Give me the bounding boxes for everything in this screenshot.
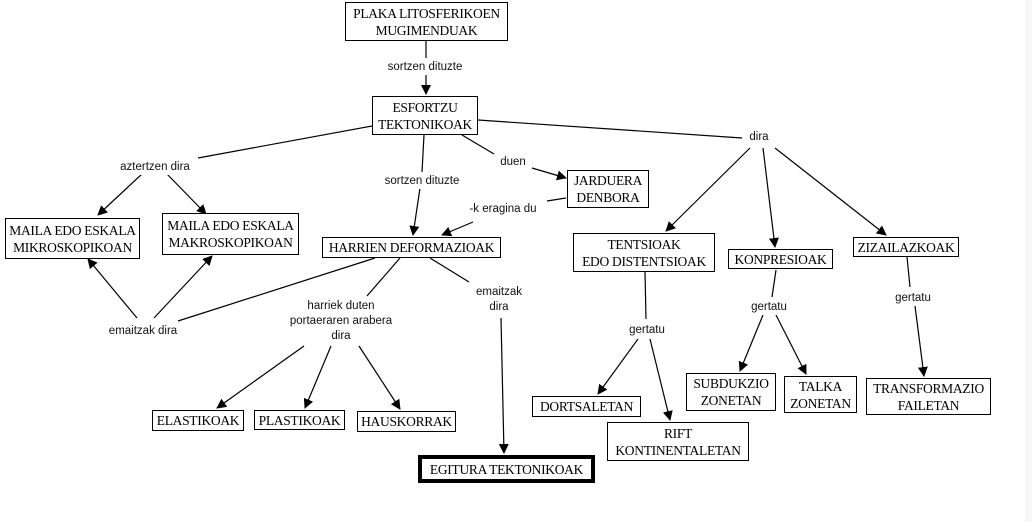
link-label-sortzen-dituzte-1: sortzen dituzte: [386, 60, 464, 75]
line-jarduera-to-keragina: [546, 197, 567, 202]
line-esfortzu-to-dira: [477, 119, 743, 139]
line-esfortzu-to-sortzen: [421, 134, 425, 173]
concept-node-plastikoak[interactable]: PLASTIKOAK: [254, 410, 345, 430]
arrow-to-dortsaletan: [597, 338, 639, 395]
link-label-gertatu-2: gertatu: [750, 300, 788, 315]
concept-node-harrien-deformazioak[interactable]: HARRIEN DEFORMAZIOAK: [322, 237, 501, 258]
link-label-duen: duen: [499, 155, 527, 170]
concept-node-zizailazkoak[interactable]: ZIZAILAZKOAK: [853, 237, 959, 257]
link-label-gertatu-1: gertatu: [628, 323, 666, 338]
line-esfortzu-to-aztertzen: [197, 125, 373, 159]
concept-node-elastikoak[interactable]: ELASTIKOAK: [152, 410, 244, 431]
arrow-to-plastikoak: [303, 345, 332, 409]
concept-node-tentsioak[interactable]: TENTSIOAK EDO DISTENTSIOAK: [573, 233, 715, 272]
line-esfortzu-to-duen: [461, 134, 495, 155]
concept-node-rift-kontinentaletan[interactable]: RIFT KONTINENTALETAN: [607, 422, 749, 461]
concept-node-mikroskopikoan[interactable]: MAILA EDO ESKALA MIKROSKOPIKOAN: [5, 218, 140, 259]
link-label-k-eragina-du: -k eragina du: [468, 202, 538, 217]
link-label-dira-types: dira: [748, 130, 770, 145]
arrow-to-subdukzio: [738, 314, 764, 372]
concept-node-transformazio-failetan[interactable]: TRANSFORMAZIO FAILETAN: [866, 378, 991, 415]
arrow-to-talka: [775, 314, 807, 375]
concept-node-subdukzio-zonetan[interactable]: SUBDUKZIO ZONETAN: [686, 373, 776, 411]
arrow-to-harrien-1: [409, 187, 421, 236]
concept-node-konpresioak[interactable]: KONPRESIOAK: [728, 249, 833, 269]
line-tentsioak-to-gertatu: [644, 271, 647, 320]
arrow-to-konpresioak: [762, 147, 779, 248]
link-label-gertatu-3: gertatu: [894, 291, 932, 306]
right-edge-strip: [1025, 0, 1032, 522]
arrow-to-egitura: [498, 317, 509, 454]
arrow-to-tentsioak: [665, 147, 751, 232]
line-harrien-to-emaitzak2: [429, 257, 470, 283]
concept-node-egitura-tektonikoak[interactable]: EGITURA TEKTONIKOAK: [418, 455, 595, 483]
line-konpresioak-to-gertatu: [771, 269, 777, 298]
arrow-to-harrien-2: [441, 221, 474, 237]
link-label-emaitzak-dira-1: emaitzak dira: [107, 324, 179, 339]
link-label-sortzen-dituzte-2: sortzen dituzte: [383, 174, 461, 189]
line-zizailazkoak-to-gertatu: [906, 256, 911, 288]
concept-node-makroskopikoan[interactable]: MAILA EDO ESKALA MAKROSKOPIKOAN: [162, 213, 299, 255]
line-harrien-to-emaitzak1: [177, 257, 376, 322]
link-label-emaitzak-dira-2: emaitzak dira: [474, 285, 524, 315]
concept-node-jarduera-denbora[interactable]: JARDUERA DENBORA: [567, 170, 649, 208]
arrow-to-makro: [165, 172, 207, 215]
arrow-to-mikro: [97, 172, 144, 216]
concept-node-esfortzu-tektonikoak[interactable]: ESFORTZU TEKTONIKOAK: [372, 96, 478, 135]
arrow-to-rift: [649, 338, 673, 421]
concept-node-talka-zonetan[interactable]: TALKA ZONETAN: [784, 376, 857, 413]
line-harrien-to-portaera: [366, 257, 401, 297]
arrow-to-hauskorrak: [358, 345, 401, 410]
concept-node-plaka-litosferikoen-mugimenduak[interactable]: PLAKA LITOSFERIKOEN MUGIMENDUAK: [345, 2, 508, 41]
arrow-to-mikro-2: [87, 258, 138, 319]
link-label-aztertzen-dira: aztertzen dira: [119, 160, 191, 175]
arrow-to-elastikoak: [216, 345, 305, 409]
concept-node-dortsaletan[interactable]: DORTSALETAN: [532, 396, 641, 417]
arrow-to-zizailazkoak: [774, 147, 887, 236]
arrow-to-transformazio: [914, 305, 928, 377]
arrow-to-makro-2: [153, 255, 213, 319]
arrow-to-jarduera: [531, 167, 567, 181]
concept-node-hauskorrak[interactable]: HAUSKORRAK: [357, 411, 456, 432]
link-label-portaeraren-arabera: harriek duten portaeraren arabera dira: [288, 299, 394, 344]
